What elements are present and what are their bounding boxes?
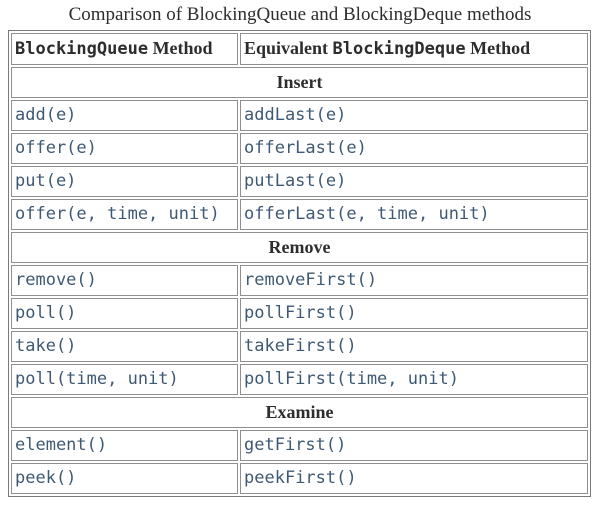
blockingdeque-method-cell: addLast(e) (240, 100, 588, 131)
blockingqueue-method-cell: take() (11, 331, 238, 362)
method-row: put(e)putLast(e) (11, 166, 588, 197)
header-code-text: BlockingDeque (332, 39, 466, 59)
section-label: Insert (11, 67, 588, 98)
blockingqueue-method-cell: element() (11, 430, 238, 461)
blockingdeque-method-cell: removeFirst() (240, 265, 588, 296)
blockingdeque-method-cell: getFirst() (240, 430, 588, 461)
method-row: offer(e)offerLast(e) (11, 133, 588, 164)
blockingqueue-method-cell: offer(e) (11, 133, 238, 164)
blockingdeque-method-cell: putLast(e) (240, 166, 588, 197)
blockingqueue-method-cell: offer(e, time, unit) (11, 199, 238, 230)
method-row: add(e)addLast(e) (11, 100, 588, 131)
column-header-1: BlockingQueue Method (11, 33, 238, 65)
column-header-2: Equivalent BlockingDeque Method (240, 33, 588, 65)
blockingqueue-method-cell: poll(time, unit) (11, 364, 238, 395)
method-row: offer(e, time, unit)offerLast(e, time, u… (11, 199, 588, 230)
header-serif-text: Method (465, 38, 531, 58)
method-row: poll(time, unit)pollFirst(time, unit) (11, 364, 588, 395)
blockingqueue-method-cell: add(e) (11, 100, 238, 131)
section-label: Examine (11, 397, 588, 428)
header-code-text: BlockingQueue (15, 39, 149, 59)
blockingqueue-method-cell: put(e) (11, 166, 238, 197)
section-row-examine: Examine (11, 397, 588, 428)
blockingqueue-method-cell: remove() (11, 265, 238, 296)
header-serif-text: Method (148, 38, 213, 58)
blockingdeque-method-cell: offerLast(e) (240, 133, 588, 164)
header-serif-text: Equivalent (244, 38, 333, 58)
blockingqueue-method-cell: peek() (11, 463, 238, 494)
method-row: poll()pollFirst() (11, 298, 588, 329)
section-label: Remove (11, 232, 588, 263)
method-row: remove()removeFirst() (11, 265, 588, 296)
section-row-insert: Insert (11, 67, 588, 98)
page-title: Comparison of BlockingQueue and Blocking… (68, 4, 532, 25)
section-row-remove: Remove (11, 232, 588, 263)
blockingdeque-method-cell: takeFirst() (240, 331, 588, 362)
blockingqueue-method-cell: poll() (11, 298, 238, 329)
blockingdeque-method-cell: pollFirst(time, unit) (240, 364, 588, 395)
method-row: peek()peekFirst() (11, 463, 588, 494)
blockingdeque-method-cell: pollFirst() (240, 298, 588, 329)
blockingdeque-method-cell: offerLast(e, time, unit) (240, 199, 588, 230)
blockingdeque-method-cell: peekFirst() (240, 463, 588, 494)
method-row: element()getFirst() (11, 430, 588, 461)
method-row: take()takeFirst() (11, 331, 588, 362)
